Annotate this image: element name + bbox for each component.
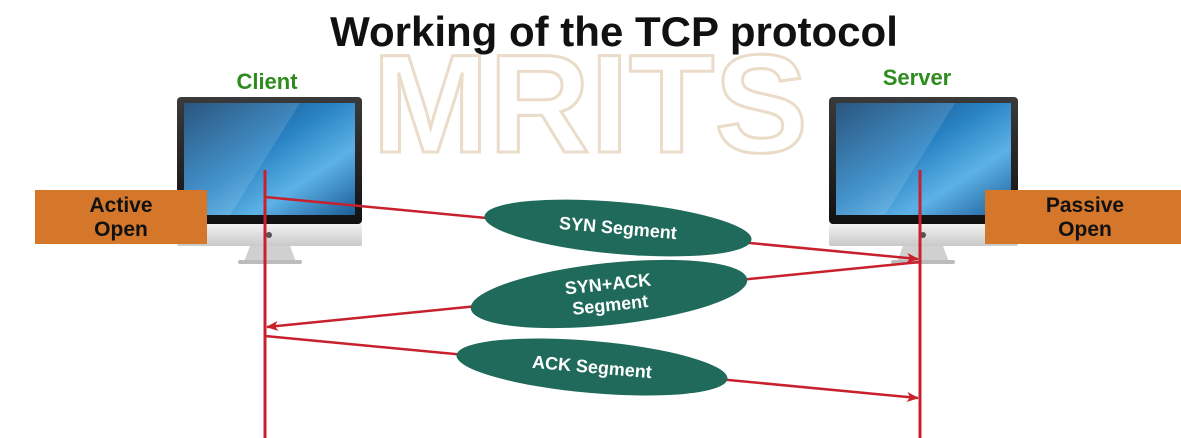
- server-state-line2: Open: [1058, 218, 1112, 241]
- client-computer-icon: [177, 97, 362, 264]
- watermark-text: MRITS: [372, 25, 808, 182]
- server-state-box: Passive Open: [985, 190, 1181, 244]
- client-state-line2: Open: [94, 218, 148, 241]
- server-state-line1: Passive: [1046, 194, 1124, 217]
- syn-ack-segment-bubble: SYN+ACK Segment: [470, 259, 748, 329]
- page-title: Working of the TCP protocol: [330, 8, 898, 55]
- syn-segment-bubble: SYN Segment: [484, 199, 752, 257]
- ack-segment-bubble: ACK Segment: [456, 338, 728, 396]
- client-state-line1: Active: [89, 194, 152, 217]
- server-computer-icon: [829, 97, 1018, 264]
- client-label: Client: [236, 69, 298, 94]
- server-label: Server: [883, 65, 952, 90]
- client-state-box: Active Open: [35, 190, 207, 244]
